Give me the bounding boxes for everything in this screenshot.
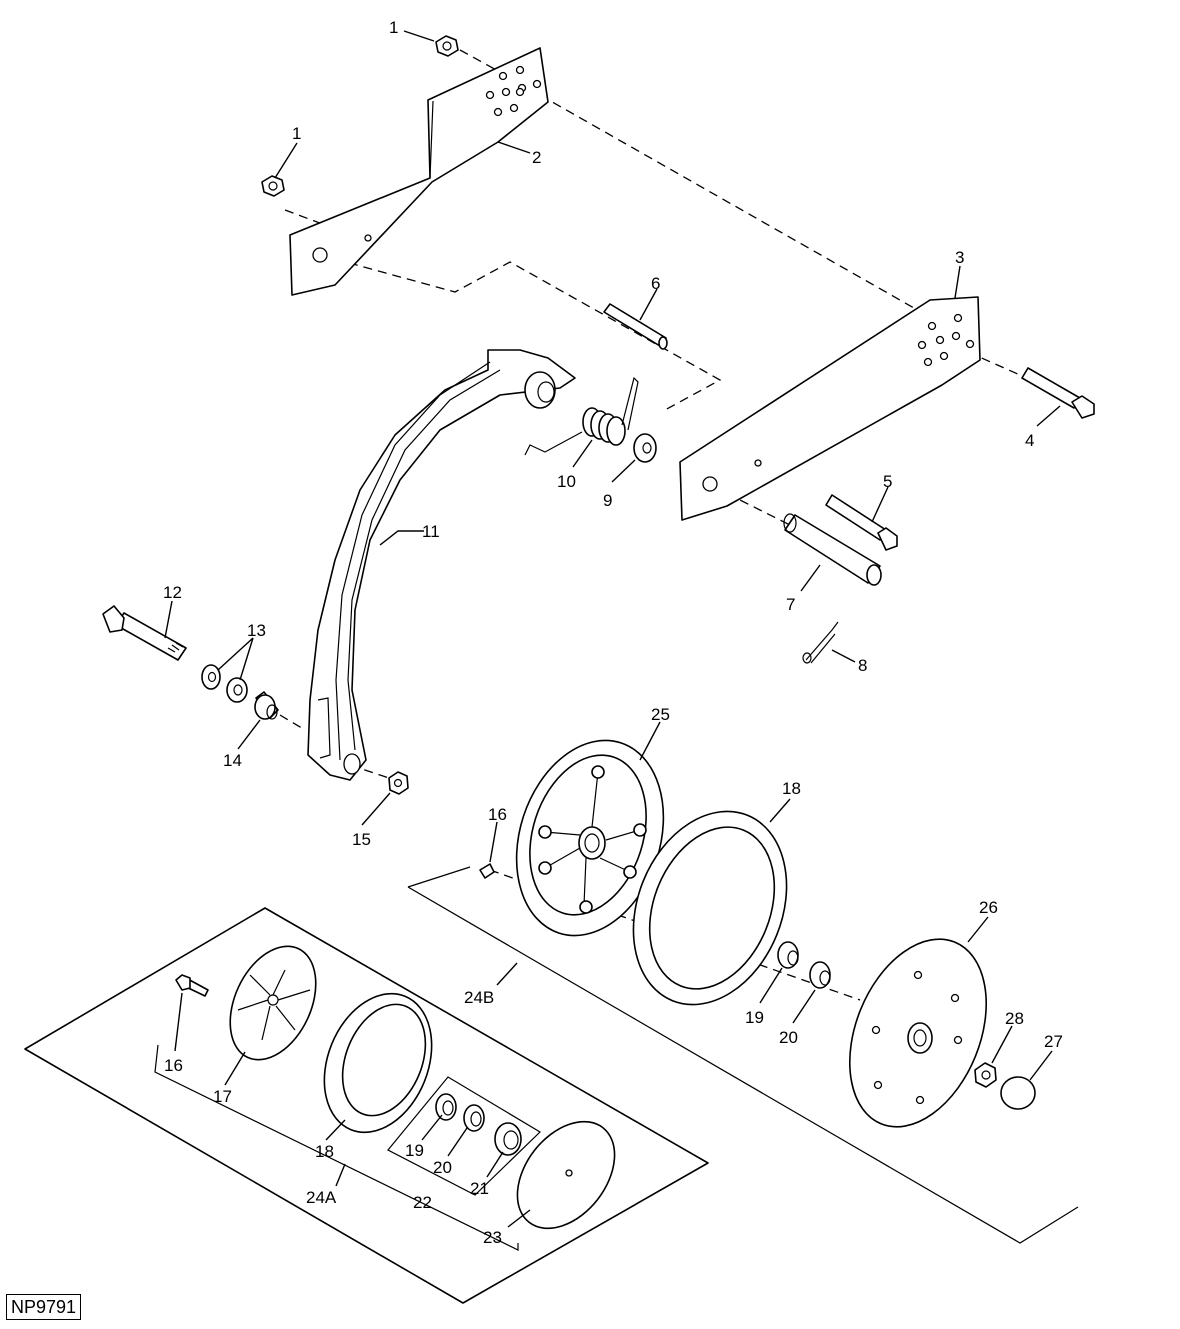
arm-11 [307, 349, 576, 781]
bearing-21 [494, 1122, 522, 1156]
kit-22-outline [387, 1076, 541, 1196]
washer-9 [633, 433, 657, 463]
callout-26: 26 [979, 898, 998, 917]
nut-1-left [261, 175, 285, 197]
pin-6 [603, 303, 668, 350]
callout-24b: 24B [464, 988, 494, 1007]
callout-16-upper: 16 [488, 805, 507, 824]
callout-16-lower: 16 [164, 1056, 183, 1075]
callout-12: 12 [163, 583, 182, 602]
callout-19-lower: 19 [405, 1141, 424, 1160]
bracket-upper [289, 47, 549, 296]
cap-27 [1000, 1076, 1036, 1110]
kit-24a-outline [24, 907, 709, 1304]
callout-27: 27 [1044, 1032, 1063, 1051]
cotter-pin-8 [802, 621, 839, 664]
callout-5: 5 [883, 472, 892, 491]
nut-15 [388, 771, 409, 795]
callout-10: 10 [557, 472, 576, 491]
bolt-5 [825, 494, 898, 551]
bearing-19-lower [435, 1093, 457, 1121]
callout-14: 14 [223, 751, 242, 770]
bolt-16-upper [479, 863, 495, 879]
callout-24a: 24A [306, 1188, 337, 1207]
pin-7 [783, 513, 882, 586]
callout-23: 23 [483, 1228, 502, 1247]
callout-20-lower: 20 [433, 1158, 452, 1177]
callout-18-upper: 18 [782, 779, 801, 798]
spacer-20-upper [809, 961, 831, 989]
spring-10 [524, 376, 639, 456]
callout-17: 17 [213, 1087, 232, 1106]
callout-3: 3 [955, 248, 964, 267]
callout-21: 21 [470, 1179, 489, 1198]
callout-9: 9 [603, 491, 612, 510]
callout-15: 15 [352, 830, 371, 849]
callout-2: 2 [532, 148, 541, 167]
tire-18-lower [323, 992, 433, 1134]
callout-25: 25 [651, 705, 670, 724]
callout-22: 22 [413, 1193, 432, 1212]
nut-1-top [435, 35, 459, 57]
bolt-12 [102, 605, 187, 661]
callout-11: 11 [422, 522, 440, 541]
callout-1-top: 1 [389, 18, 398, 37]
nut-28 [974, 1062, 997, 1088]
callout-labels: 1 1 2 3 4 5 6 7 8 9 10 11 12 13 14 15 16… [163, 18, 1063, 1247]
spacer-20-lower [463, 1104, 485, 1132]
callout-1-left: 1 [292, 124, 301, 143]
callout-18-lower: 18 [315, 1142, 334, 1161]
hub-plate-26 [848, 938, 988, 1128]
callout-20-upper: 20 [779, 1028, 798, 1047]
bushing-14 [254, 691, 279, 720]
bracket-lower [679, 296, 981, 521]
bearing-19-upper [777, 941, 799, 969]
callout-8: 8 [858, 656, 867, 675]
callout-7: 7 [786, 595, 795, 614]
bolt-16-lower [175, 974, 209, 997]
callout-13: 13 [247, 621, 266, 640]
callout-6: 6 [651, 274, 660, 293]
wheel-25 [515, 739, 665, 937]
leader-lines [164, 30, 1061, 1228]
figure-id-label: NP9791 [6, 1294, 82, 1320]
callout-4: 4 [1025, 431, 1034, 450]
callout-19-upper: 19 [745, 1008, 764, 1027]
bolt-4 [1021, 367, 1095, 419]
washers-13 [201, 664, 248, 703]
hub-cover-23 [516, 1120, 616, 1230]
wheel-half-17 [229, 945, 317, 1061]
kit-24b-outline [407, 866, 1079, 1244]
callout-28: 28 [1005, 1009, 1024, 1028]
tire-18-upper [632, 810, 788, 1006]
